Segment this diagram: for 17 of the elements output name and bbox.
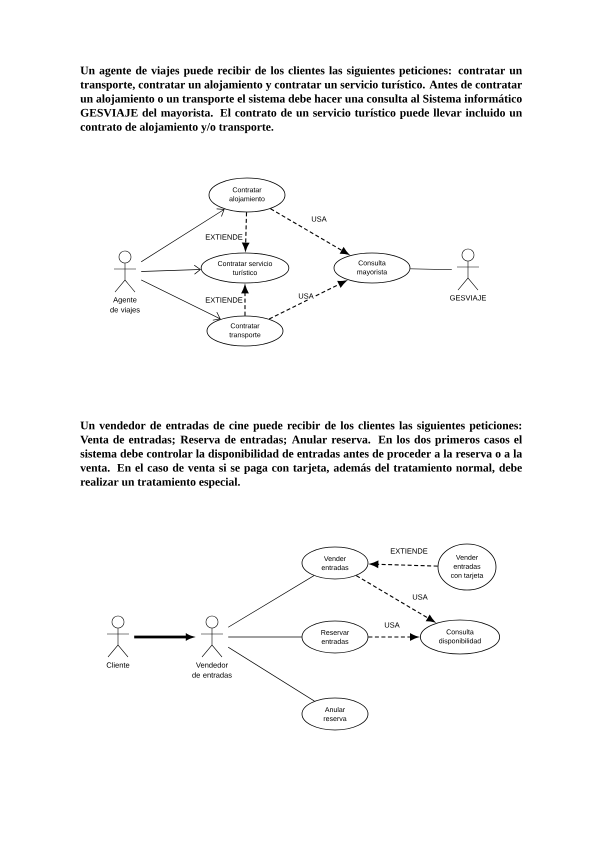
arrow: [140, 264, 201, 275]
arrow: [268, 280, 346, 320]
arrow: [270, 208, 349, 255]
association-line: [228, 636, 302, 638]
arrow: [140, 208, 225, 262]
arrow: [242, 212, 250, 252]
arrow: [370, 560, 438, 568]
association-line: [228, 646, 315, 702]
paragraph: Un vendedor de entradas de cine puede recibir de los clientes las siguientes peticiones: Venta de entradas; Reserva de entradas; Anular reserva. En los dos primeros casos el sistema debe controlar la disponibilidad de entradas antes de proceder a la reserva o a la venta. En el caso de venta si se paga con tarjeta, además del tratamiento normal, debe realizar un tratamiento especial.: [80, 421, 522, 488]
paragraph: Un agente de viajes puede recibir de los clientes las siguientes peticiones: contratar un transporte, contratar un alojamiento y contratar un servicio turístico. Antes de contratar un alojamiento o un transporte el sistema debe hacer una consulta al Sistema informático GESVIAJE del mayorista. El contrato de un servicio turístico puede llevar incluido un contrato de alojamiento y/o transporte.: [80, 66, 522, 134]
arrow: [241, 285, 249, 316]
association-line: [410, 268, 452, 270]
association-line: [228, 575, 314, 628]
arrow: [356, 575, 436, 622]
arrow: [134, 634, 193, 640]
arrow: [140, 280, 221, 321]
arrow: [368, 633, 418, 641]
